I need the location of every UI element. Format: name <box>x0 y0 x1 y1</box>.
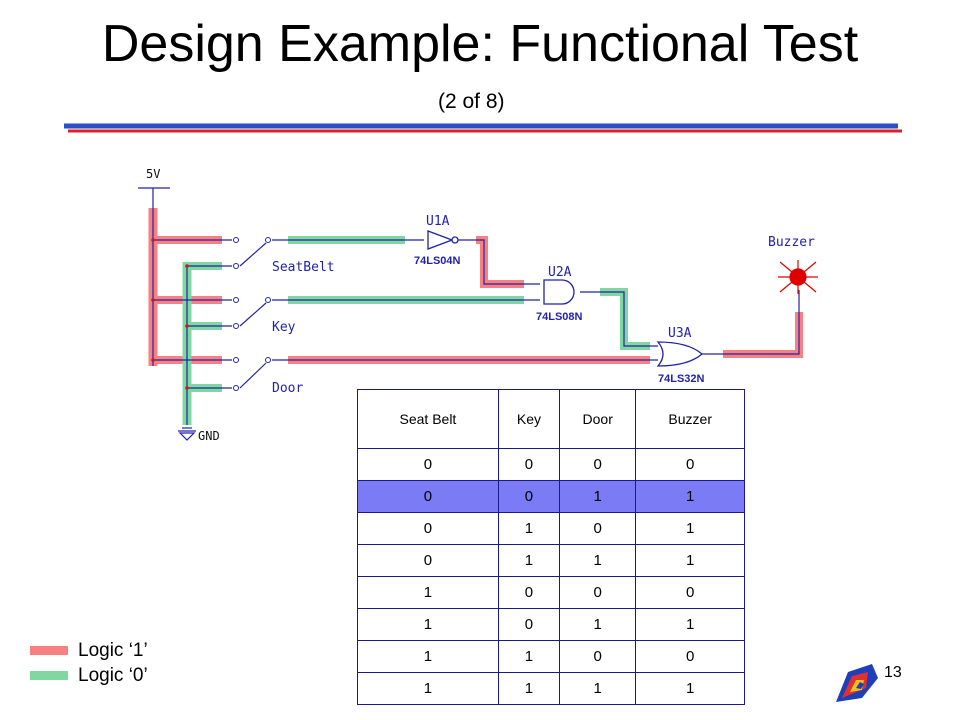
table-cell: 0 <box>497 448 561 481</box>
gate-part-u3a: 74LS32N <box>658 373 705 385</box>
table-cell: 0 <box>357 448 499 481</box>
logic0-and-out <box>600 288 650 350</box>
slide-title: Design Example: Functional Test <box>101 15 859 73</box>
switch-label-door: Door <box>272 381 303 396</box>
legend-swatch-green <box>30 671 68 681</box>
table-cell: 0 <box>497 608 561 641</box>
legend-logic-0: Logic ‘0’ <box>30 665 148 687</box>
supply-label: 5V <box>146 167 160 181</box>
table-cell: 0 <box>357 512 499 545</box>
university-logo-icon <box>836 664 878 702</box>
table-row-highlighted: 0 0 1 1 <box>357 480 745 513</box>
table-row: 1 1 1 1 <box>357 672 745 705</box>
legend-swatch-red <box>30 646 68 656</box>
table-cell: 0 <box>357 480 499 513</box>
table-cell: 0 <box>559 640 637 673</box>
slide-subtitle: (2 of 8) <box>438 90 505 113</box>
table-cell: 1 <box>635 608 745 641</box>
table-cell: 0 <box>497 576 561 609</box>
gate-ref-u2a: U2A <box>548 265 572 280</box>
table-cell: 0 <box>559 512 637 545</box>
table-cell: 1 <box>635 512 745 545</box>
logic1-inverter-out <box>476 236 524 288</box>
page-number: 13 <box>884 664 902 681</box>
header-door: Door <box>559 389 637 449</box>
table-cell: 1 <box>559 672 637 705</box>
buzzer-label: Buzzer <box>768 235 815 250</box>
table-cell: 0 <box>635 640 745 673</box>
table-cell: 1 <box>357 672 499 705</box>
and-gate-u2a <box>543 279 575 305</box>
legend-label-logic-1: Logic ‘1’ <box>78 640 148 661</box>
table-cell: 1 <box>497 672 561 705</box>
table-cell: 0 <box>559 576 637 609</box>
switch-label-seatbelt: SeatBelt <box>272 260 335 275</box>
legend-logic-1: Logic ‘1’ <box>30 640 148 662</box>
table-cell: 1 <box>559 544 637 577</box>
table-cell: 0 <box>497 480 561 513</box>
table-row: 1 0 0 0 <box>357 576 745 609</box>
truth-table: Seat Belt Key Door Buzzer 0 0 0 0 0 0 1 … <box>357 389 745 705</box>
ground-label: GND <box>198 429 220 443</box>
table-row: 1 0 1 1 <box>357 608 745 641</box>
header-seat-belt: Seat Belt <box>357 389 499 449</box>
table-cell: 0 <box>357 544 499 577</box>
table-cell: 1 <box>497 512 561 545</box>
logic1-buzzer-wire <box>723 312 803 358</box>
legend-label-logic-0: Logic ‘0’ <box>78 665 148 686</box>
header-buzzer: Buzzer <box>635 389 745 449</box>
table-cell: 1 <box>635 480 745 513</box>
table-row: 0 1 1 1 <box>357 544 745 577</box>
table-cell: 0 <box>635 576 745 609</box>
buzzer-lamp <box>778 260 818 294</box>
table-cell: 1 <box>635 544 745 577</box>
table-row: 0 0 0 0 <box>357 448 745 481</box>
or-gate-u3a <box>656 341 703 367</box>
table-cell: 1 <box>357 608 499 641</box>
gate-ref-u3a: U3A <box>668 326 692 341</box>
table-cell: 0 <box>559 448 637 481</box>
table-cell: 1 <box>559 608 637 641</box>
table-cell: 1 <box>357 576 499 609</box>
table-cell: 1 <box>559 480 637 513</box>
ground-symbol <box>178 432 196 441</box>
table-cell: 1 <box>497 640 561 673</box>
header-key: Key <box>497 389 561 449</box>
gate-part-u2a: 74LS08N <box>536 311 583 323</box>
table-row: 1 1 0 0 <box>357 640 745 673</box>
table-cell: 1 <box>497 544 561 577</box>
gate-part-u1a: 74LS04N <box>414 255 461 267</box>
table-row: 0 1 0 1 <box>357 512 745 545</box>
table-cell: 1 <box>357 640 499 673</box>
table-cell: 1 <box>635 672 745 705</box>
switch-label-key: Key <box>272 320 296 335</box>
title-rule <box>64 123 902 133</box>
table-cell: 0 <box>635 448 745 481</box>
gate-ref-u1a: U1A <box>426 214 450 229</box>
inverter-gate-u1a <box>427 230 459 250</box>
table-header-row: Seat Belt Key Door Buzzer <box>357 389 745 449</box>
